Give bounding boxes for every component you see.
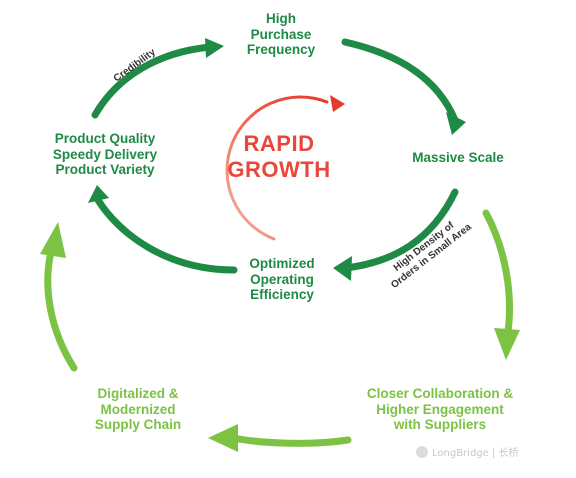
arrowhead-collaboration-icon [494,328,520,360]
center-circular-arrow [225,95,329,241]
watermark: LongBridge | 长桥 [416,444,519,459]
arrowhead-product-icon [88,185,109,203]
center-arrowhead-icon [330,95,345,112]
center-title: RAPID GROWTH [227,131,331,183]
node-high-purchase-frequency: High Purchase Frequency [246,11,316,58]
node-optimized-operating-efficiency: Optimized Operating Efficiency [249,256,315,303]
node-product-quality: Product Quality Speedy Delivery Product … [52,131,158,178]
arrowhead-efficiency-icon [333,256,352,281]
arrowhead-frequency-icon [205,38,224,58]
arrowhead-outer-product-icon [40,222,66,258]
arc-scale-to-collaboration [482,209,513,342]
node-digitalized-supply-chain: Digitalized & Modernized Supply Chain [94,386,182,433]
arc-scale-to-efficiency [342,188,459,272]
longbridge-logo-icon [416,445,428,458]
arrowhead-supply-chain-icon [208,424,238,452]
arc-frequency-to-scale [341,38,459,124]
arrowhead-scale-icon [446,112,466,135]
arc-collaboration-to-supply-chain [230,434,352,447]
node-closer-collaboration: Closer Collaboration & Higher Engagement… [366,386,514,433]
node-massive-scale: Massive Scale [412,150,504,165]
arc-supply-chain-to-product [44,244,78,372]
arc-product-to-frequency [91,43,214,119]
arc-efficiency-to-product [94,196,238,274]
